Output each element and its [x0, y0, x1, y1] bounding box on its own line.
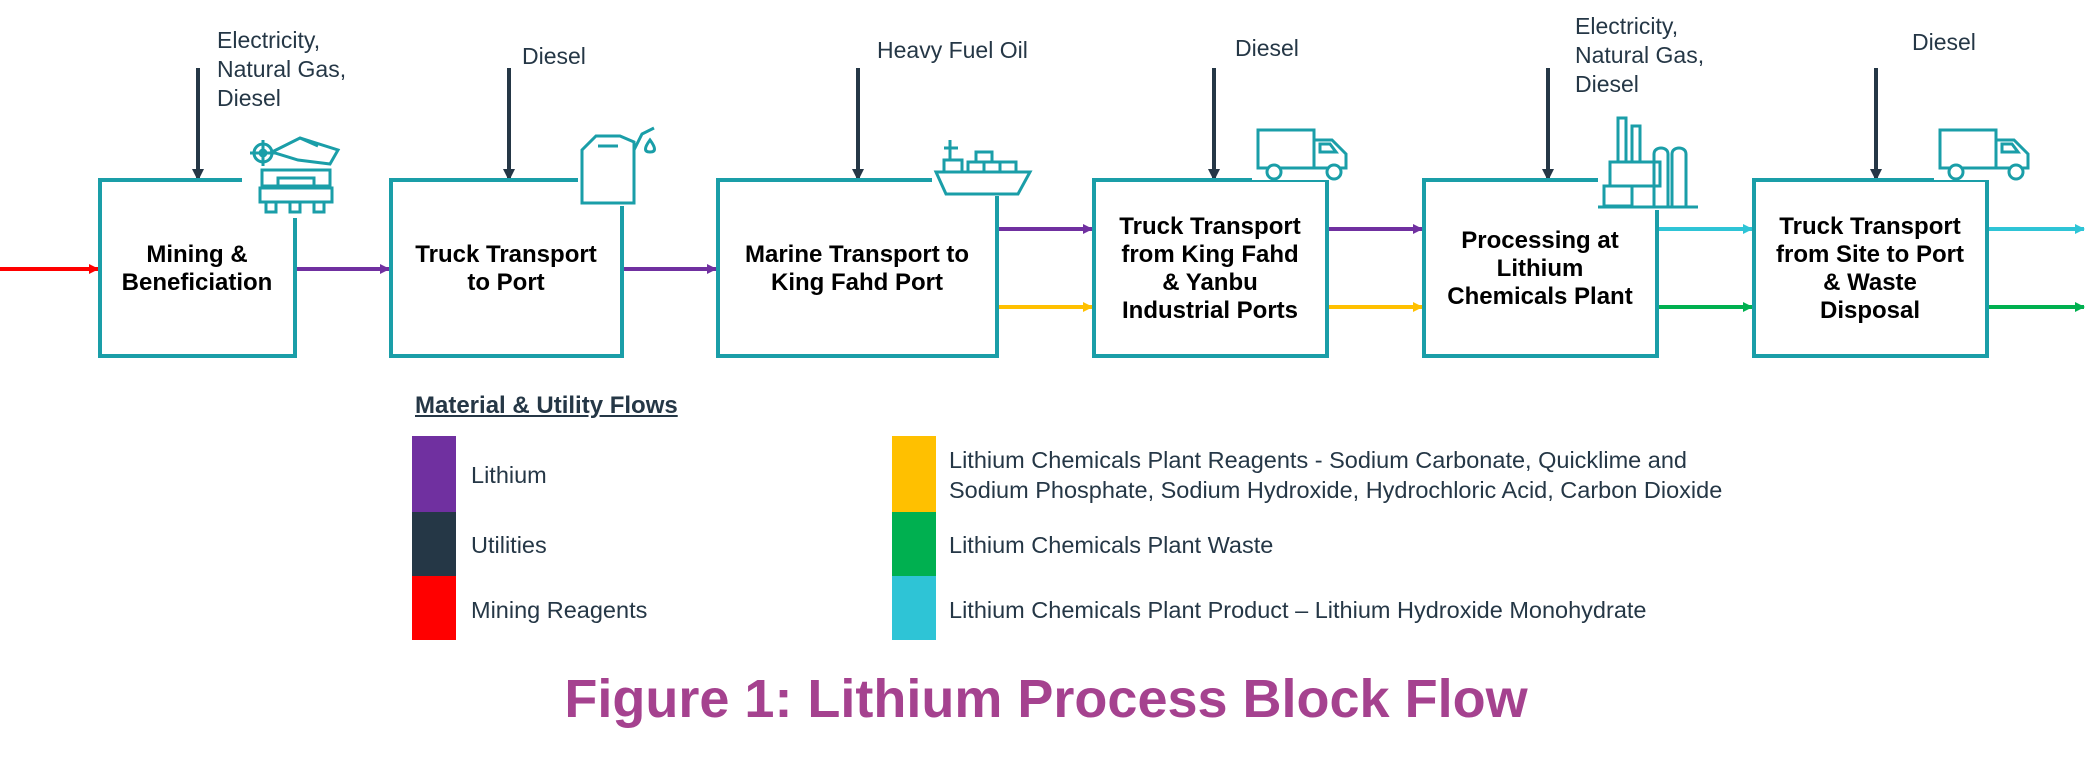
legend-label-plant-reagents: Lithium Chemicals Plant Reagents - Sodiu…: [949, 447, 1723, 503]
utility-labels: Electricity,Natural Gas,Diesel Diesel He…: [217, 13, 1976, 111]
block-label-1: Mining &Beneficiation: [122, 241, 273, 296]
legend-swatch-plant-product: [892, 576, 936, 640]
legend-swatch-lithium: [412, 436, 456, 512]
utility-label-3: Heavy Fuel Oil: [877, 37, 1028, 63]
truck-icon: [1252, 124, 1352, 181]
legend-swatch-mining-reagents: [412, 576, 456, 640]
legend-label-utilities: Utilities: [471, 532, 547, 558]
flow-arrows: [0, 224, 2085, 312]
legend-label-lithium: Lithium: [471, 462, 547, 488]
block-truck-site-to-port: [1752, 178, 1989, 358]
process-blocks: [98, 178, 1989, 358]
legend-label-plant-waste: Lithium Chemicals Plant Waste: [949, 532, 1274, 558]
figure-caption: Figure 1: Lithium Process Block Flow: [564, 669, 1528, 729]
utility-label-1: Electricity,Natural Gas,Diesel: [217, 27, 346, 111]
legend-swatch-plant-waste: [892, 512, 936, 576]
truck-icon: [1934, 124, 2034, 181]
utility-arrows: [192, 68, 1882, 181]
block-truck-from-ports: [1092, 178, 1329, 358]
mining-excavator-icon: [242, 132, 342, 218]
chemical-plant-icon: [1598, 114, 1698, 210]
utility-label-2: Diesel: [522, 43, 586, 69]
cargo-ship-icon: [932, 134, 1033, 196]
fuel-canister-icon: [578, 126, 656, 206]
block-truck-to-port: [389, 178, 624, 358]
utility-label-4: Diesel: [1235, 35, 1299, 61]
legend-swatch-utilities: [412, 512, 456, 576]
block-marine-transport: [716, 178, 999, 358]
legend-title: Material & Utility Flows: [415, 392, 678, 419]
utility-label-6: Diesel: [1912, 29, 1976, 55]
legend-label-mining-reagents: Mining Reagents: [471, 597, 648, 623]
legend-label-plant-product: Lithium Chemicals Plant Product – Lithiu…: [949, 597, 1647, 623]
legend-swatch-plant-reagents: [892, 436, 936, 512]
utility-label-5: Electricity,Natural Gas,Diesel: [1575, 13, 1704, 97]
